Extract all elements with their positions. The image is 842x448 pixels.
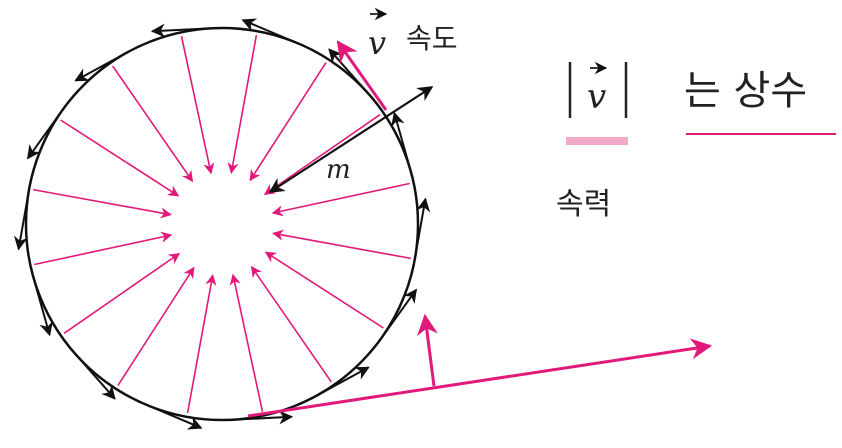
acceleration-arrow [229, 273, 264, 412]
acceleration-arrow [263, 114, 381, 196]
acceleration-arrow [34, 231, 173, 266]
acceleration-arrow [264, 251, 384, 329]
velocity-label: v 속도 [368, 7, 458, 62]
acceleration-arrow [186, 274, 217, 414]
acceleration-arrow [272, 229, 412, 260]
acceleration-arrow [32, 188, 172, 219]
acceleration-arrow [63, 252, 181, 334]
magnitude-underline [566, 137, 628, 145]
acceleration-arrow [180, 36, 215, 175]
velocity-arrow [32, 276, 53, 337]
centripetal-acceleration-arrows [32, 34, 412, 414]
acceleration-arrow [117, 266, 195, 386]
vertical-component-arrow [416, 313, 438, 387]
highlight-velocity-arrow [336, 40, 388, 111]
velocity-arrow [391, 111, 412, 172]
circular-path [24, 26, 420, 422]
velocity-arrow [380, 288, 418, 339]
svg-text:속도: 속도 [406, 22, 458, 55]
velocity-arrow [414, 197, 431, 259]
velocity-arrow [241, 18, 299, 45]
acceleration-arrow [271, 182, 410, 217]
velocity-arrow [145, 403, 203, 430]
velocity-arrow [74, 51, 129, 82]
acceleration-arrow [60, 119, 180, 197]
velocity-arrow [315, 366, 370, 397]
long-velocity-arrow [247, 338, 713, 418]
velocity-arrow [150, 23, 213, 38]
acceleration-arrow [250, 265, 332, 383]
is-constant-label: 는 상수 [684, 68, 807, 114]
velocity-arrow [26, 109, 64, 160]
velocity-arrow [231, 410, 294, 425]
svg-text:v: v [587, 77, 606, 117]
acceleration-arrow [112, 65, 194, 183]
radius-label: m [326, 155, 351, 185]
speed-magnitude-label: v [566, 61, 628, 145]
velocity-arrow [13, 189, 30, 251]
radius-arrow [268, 86, 434, 193]
velocity-arrow [74, 353, 116, 400]
svg-text:v: v [368, 24, 386, 62]
speed-label: 속력 [556, 187, 611, 222]
acceleration-arrow [227, 34, 258, 174]
